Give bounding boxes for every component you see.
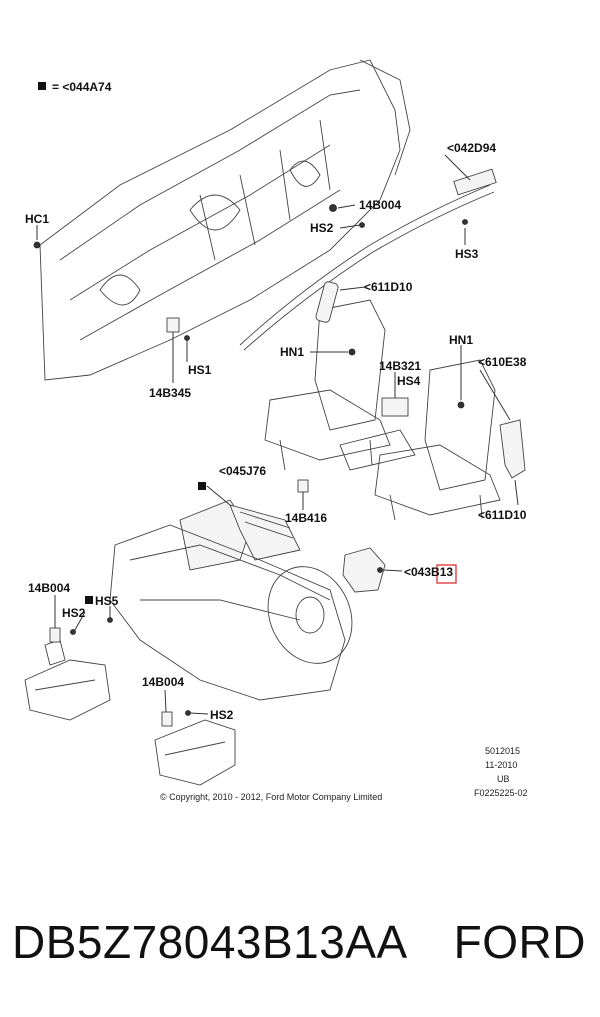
callout-hs2-bottom: HS2 <box>210 708 234 722</box>
right-seat-drawing <box>374 359 526 521</box>
14b345-sensor-icon <box>166 317 180 333</box>
callout-14b004-top: 14B004 <box>359 198 401 212</box>
legend-text: = <044A74 <box>52 80 112 94</box>
callout-14b004-bottom: 14B004 <box>142 675 184 689</box>
hn1-right-nut-icon <box>457 401 465 409</box>
driver-airbag-drawing <box>342 547 386 593</box>
callout-hs2-top: HS2 <box>310 221 334 235</box>
instrument-panel-drawing <box>109 524 353 701</box>
curtain-airbag-drawing <box>239 168 497 351</box>
callout-hc1: HC1 <box>25 212 49 226</box>
14b004-left-sensor-icon <box>49 627 61 643</box>
callout-hs2-left: HS2 <box>62 606 86 620</box>
callout-045j76: <045J76 <box>219 464 266 478</box>
info-line-2: 11-2010 <box>485 760 517 770</box>
left-bracket-drawing <box>24 639 111 721</box>
legend-square-icon <box>38 82 46 90</box>
callout-hn1-left: HN1 <box>280 345 304 359</box>
14b004-top-sensor-icon <box>329 204 337 212</box>
hs2-top-fastener-icon <box>359 222 365 228</box>
callout-14b416: 14B416 <box>285 511 327 525</box>
seat-module-part <box>381 397 409 417</box>
hs2-left-fastener-icon <box>70 629 76 635</box>
callout-610e38: <610E38 <box>478 355 527 369</box>
passenger-airbag-drawing <box>179 499 301 571</box>
043b13-fastener-icon <box>377 567 383 573</box>
hs3-fastener-icon <box>462 219 468 225</box>
brand-name: FORD <box>453 916 586 968</box>
callout-14b004-left: 14B004 <box>28 581 70 595</box>
callout-14b345: 14B345 <box>149 386 191 400</box>
callout-hs5: HS5 <box>95 594 119 608</box>
seat-bracket-part <box>339 429 416 471</box>
hc1-fastener-icon <box>33 241 41 249</box>
hs1-fastener-icon <box>184 335 190 341</box>
callout-14b321: 14B321 <box>379 359 421 373</box>
callout-042d94: <042D94 <box>447 141 496 155</box>
callout-hs4: HS4 <box>397 374 421 388</box>
hn1-left-nut-icon <box>348 348 356 356</box>
info-line-3: UB <box>497 774 510 784</box>
045j76-square-icon <box>198 482 206 490</box>
copyright-text: © Copyright, 2010 - 2012, Ford Motor Com… <box>160 792 382 802</box>
info-line-4: F0225225-02 <box>474 788 528 798</box>
highlight-box <box>436 564 457 584</box>
parts-diagram: = <044A74 <box>24 59 528 802</box>
lower-bracket-drawing <box>154 711 236 786</box>
callout-hs3: HS3 <box>455 247 479 261</box>
hs2-bottom-fastener-icon <box>185 710 191 716</box>
info-line-1: 5012015 <box>485 746 520 756</box>
part-number: DB5Z78043B13AA <box>12 916 408 968</box>
left-seat-drawing <box>264 281 391 471</box>
callout-611d10-bottom: <611D10 <box>478 508 527 522</box>
callout-hs1: HS1 <box>188 363 212 377</box>
callout-611d10-top: <611D10 <box>364 280 413 294</box>
callout-hn1-right: HN1 <box>449 333 473 347</box>
leader-lines <box>36 154 519 715</box>
14b416-connector-icon <box>297 479 309 493</box>
hs5-fastener-icon <box>107 617 113 623</box>
footer: DB5Z78043B13AA FORD <box>0 905 600 985</box>
hs5-square-icon <box>85 596 93 604</box>
callout-043b13: <043B13 <box>404 565 453 579</box>
body-structure-drawing <box>39 59 411 381</box>
